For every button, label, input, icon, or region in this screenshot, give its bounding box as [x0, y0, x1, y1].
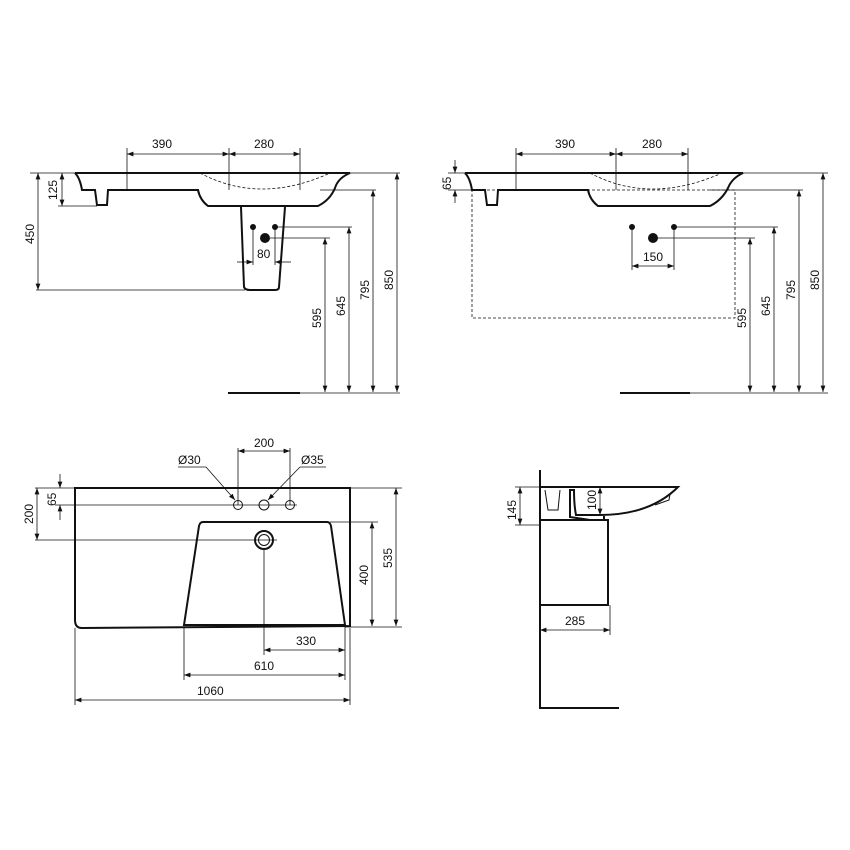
furniture-outline [471, 189, 736, 319]
plan-view: 200 Ø30 Ø35 65 200 400 535 330 610 1060 [22, 436, 402, 705]
bowl-hidden-line [589, 172, 723, 190]
front-view-pedestal: 390 280 125 450 80 595 645 795 850 [23, 137, 400, 394]
bowl-outline [182, 521, 347, 626]
dim-label: 200 [22, 504, 36, 524]
dim-label: 450 [23, 224, 37, 244]
waste-hole-icon [260, 233, 270, 243]
dim-label: 795 [358, 280, 372, 300]
pedestal-profile [540, 519, 609, 606]
dim-label: 645 [334, 296, 348, 316]
dim-label: 610 [254, 659, 274, 673]
dim-label: 145 [505, 500, 519, 520]
pedestal [240, 206, 286, 291]
dim-label: 1060 [197, 684, 224, 698]
dim-label: 850 [808, 270, 822, 290]
dim-label: 795 [784, 280, 798, 300]
dim-label: 285 [565, 614, 585, 628]
dim-label: 645 [759, 296, 773, 316]
bowl-hidden-line [199, 172, 331, 190]
front-view-furniture: 390 280 65 150 595 645 795 850 [440, 137, 828, 394]
dim-label: 150 [643, 250, 663, 264]
wall-and-floor [539, 470, 619, 709]
dim-label: 200 [254, 436, 274, 450]
dim-label: 330 [296, 634, 316, 648]
dim-label: 125 [46, 180, 60, 200]
dim-label: 400 [357, 565, 371, 585]
dim-label: 535 [381, 548, 395, 568]
dim-label: 65 [440, 176, 454, 190]
dim-label: 80 [257, 247, 271, 261]
dim-label: 280 [254, 137, 274, 151]
dim-label: 100 [585, 490, 599, 510]
dim-label: Ø30 [178, 453, 201, 467]
waste-hole-icon [648, 233, 658, 243]
dim-label: 595 [310, 308, 324, 328]
dim-label: 850 [382, 270, 396, 290]
basin-profile [540, 486, 681, 521]
dim-label: 280 [642, 137, 662, 151]
basin-outline [464, 172, 744, 207]
side-view: 145 100 285 [505, 470, 681, 709]
basin-top-outline [74, 487, 351, 630]
dim-label: 390 [555, 137, 575, 151]
dim-label: 390 [152, 137, 172, 151]
dim-label: 595 [735, 308, 749, 328]
dim-label: 65 [45, 492, 59, 506]
dim-label: Ø35 [301, 453, 324, 467]
basin-outline [74, 172, 351, 207]
